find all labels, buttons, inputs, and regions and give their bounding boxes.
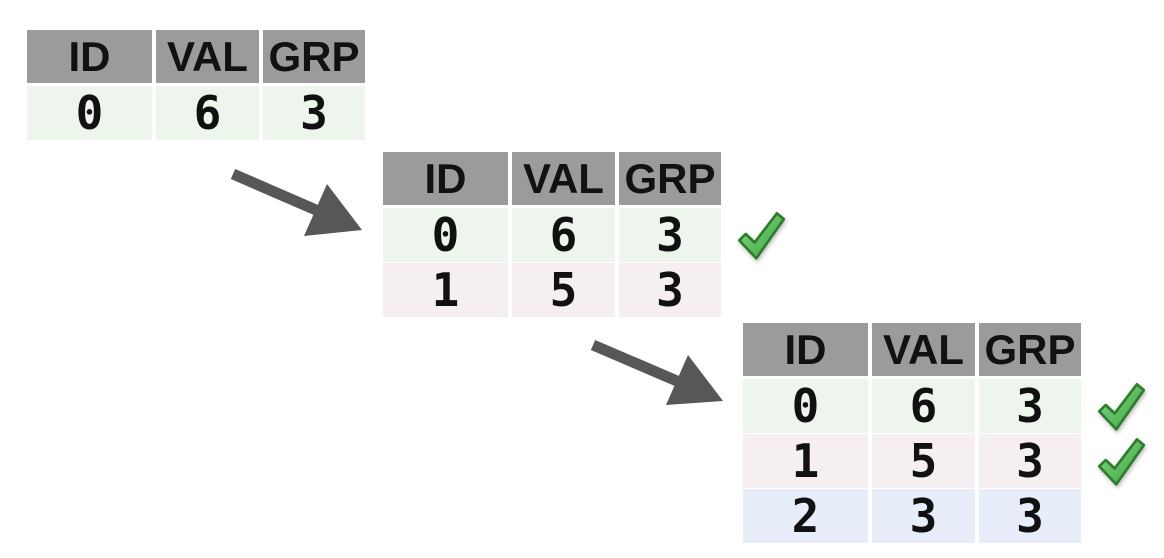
data-cell: 3 [872,489,975,543]
header-cell-val: VAL [512,152,615,205]
data-cell: 3 [619,208,721,262]
header-cell-val: VAL [872,323,975,376]
check-icon [1097,438,1146,486]
data-cell: 3 [979,434,1081,488]
data-cell: 5 [512,263,615,317]
data-cell: 0 [27,86,152,140]
data-cell: 3 [979,379,1081,433]
data-cell: 1 [383,263,508,317]
header-cell-grp: GRP [263,30,365,83]
data-cell: 6 [872,379,975,433]
data-cell: 3 [979,489,1081,543]
arrow-step2-to-step3-icon [590,339,723,405]
arrow-step1-to-step2-icon [230,168,362,236]
header-cell-grp: GRP [619,152,721,205]
header-cell-grp: GRP [979,323,1081,376]
data-cell: 1 [743,434,868,488]
data-cell: 6 [512,208,615,262]
header-cell-val: VAL [156,30,259,83]
header-cell-id: ID [383,152,508,205]
header-cell-id: ID [743,323,868,376]
data-cell: 0 [743,379,868,433]
data-cell: 5 [872,434,975,488]
check-icon [737,212,786,260]
data-cell: 0 [383,208,508,262]
check-icon [1097,383,1146,431]
data-cell: 2 [743,489,868,543]
data-cell: 3 [263,86,365,140]
header-cell-id: ID [27,30,152,83]
data-cell: 6 [156,86,259,140]
data-cell: 3 [619,263,721,317]
